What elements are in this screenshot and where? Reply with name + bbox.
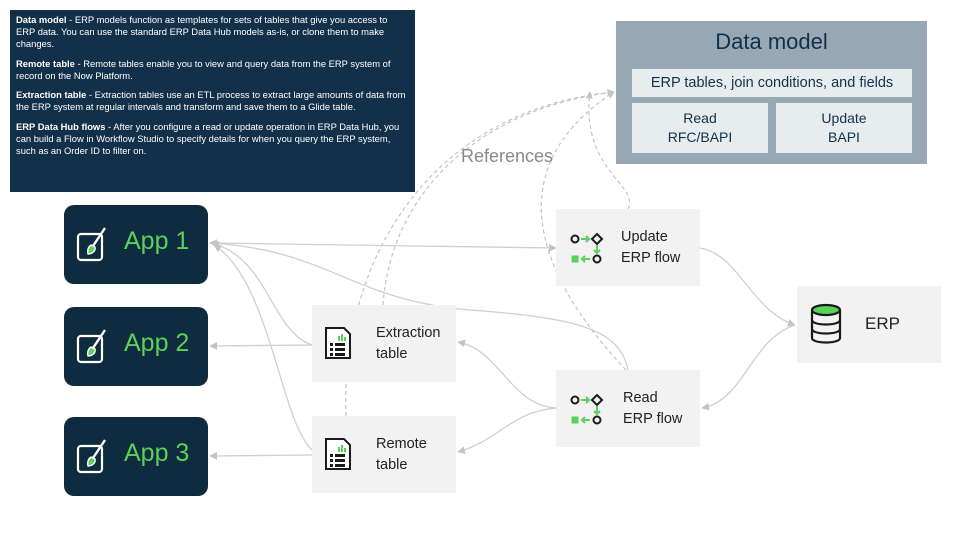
data-model-update: Update BAPI [776,103,912,153]
flow-icon [570,232,604,264]
reference-update [585,91,631,210]
paintbrush-app-icon [76,329,106,364]
connector-app1-extraction [211,241,313,346]
connector-extraction-app2 [209,342,313,350]
info-extraction-table: Extraction table - Extraction tables use… [16,89,406,113]
flow-icon [570,393,604,425]
update-erp-flow-node: Update ERP flow [556,209,700,286]
app-1-label: App 1 [124,227,190,255]
spreadsheet-icon [325,327,351,359]
remote-table-node: Remote table [312,416,456,493]
data-model-title: Data model [715,29,828,54]
read-erp-flow-label: Read ERP flow [623,390,683,428]
spreadsheet-icon [325,438,351,470]
connector-update-erp [699,247,796,327]
info-data-model: Data model - ERP models function as temp… [16,14,388,50]
connector-app1-update [209,239,557,252]
connector-remote-app3 [209,452,313,460]
remote-table-label: Remote table [376,436,427,474]
reference-read [540,91,627,371]
app-2-card: App 2 [64,307,208,386]
connector-erp-read [701,324,796,411]
database-icon [810,303,842,344]
app-3-card: App 3 [64,417,208,496]
app-3-label: App 3 [124,439,190,467]
reference-extraction [382,89,615,306]
read-erp-flow-node: Read ERP flow [556,370,700,447]
erp-label: ERP [865,314,900,333]
connector-app1-remote [213,244,313,451]
info-erp-flows: ERP Data Hub flows - After you configure… [16,120,400,156]
data-model-panel: Data model ERP tables, join conditions, … [616,21,927,164]
info-panel: Data model - ERP models function as temp… [10,10,415,192]
app-1-card: App 1 [64,205,208,284]
erp-node: ERP [797,286,941,363]
info-remote-table: Remote table - Remote tables enable you … [16,57,391,81]
paintbrush-app-icon [76,439,106,474]
data-model-strip: ERP tables, join conditions, and fields [632,69,912,97]
references-label: References [461,146,554,166]
data-model-read: Read RFC/BAPI [632,103,768,153]
extraction-table-node: Extraction table [312,305,456,382]
connector-read-extraction [457,339,557,409]
connector-read-remote [457,407,557,454]
update-erp-flow-label: Update ERP flow [621,229,681,267]
extraction-table-label: Extraction table [376,325,441,363]
app-2-label: App 2 [124,329,190,357]
paintbrush-app-icon [76,227,106,262]
